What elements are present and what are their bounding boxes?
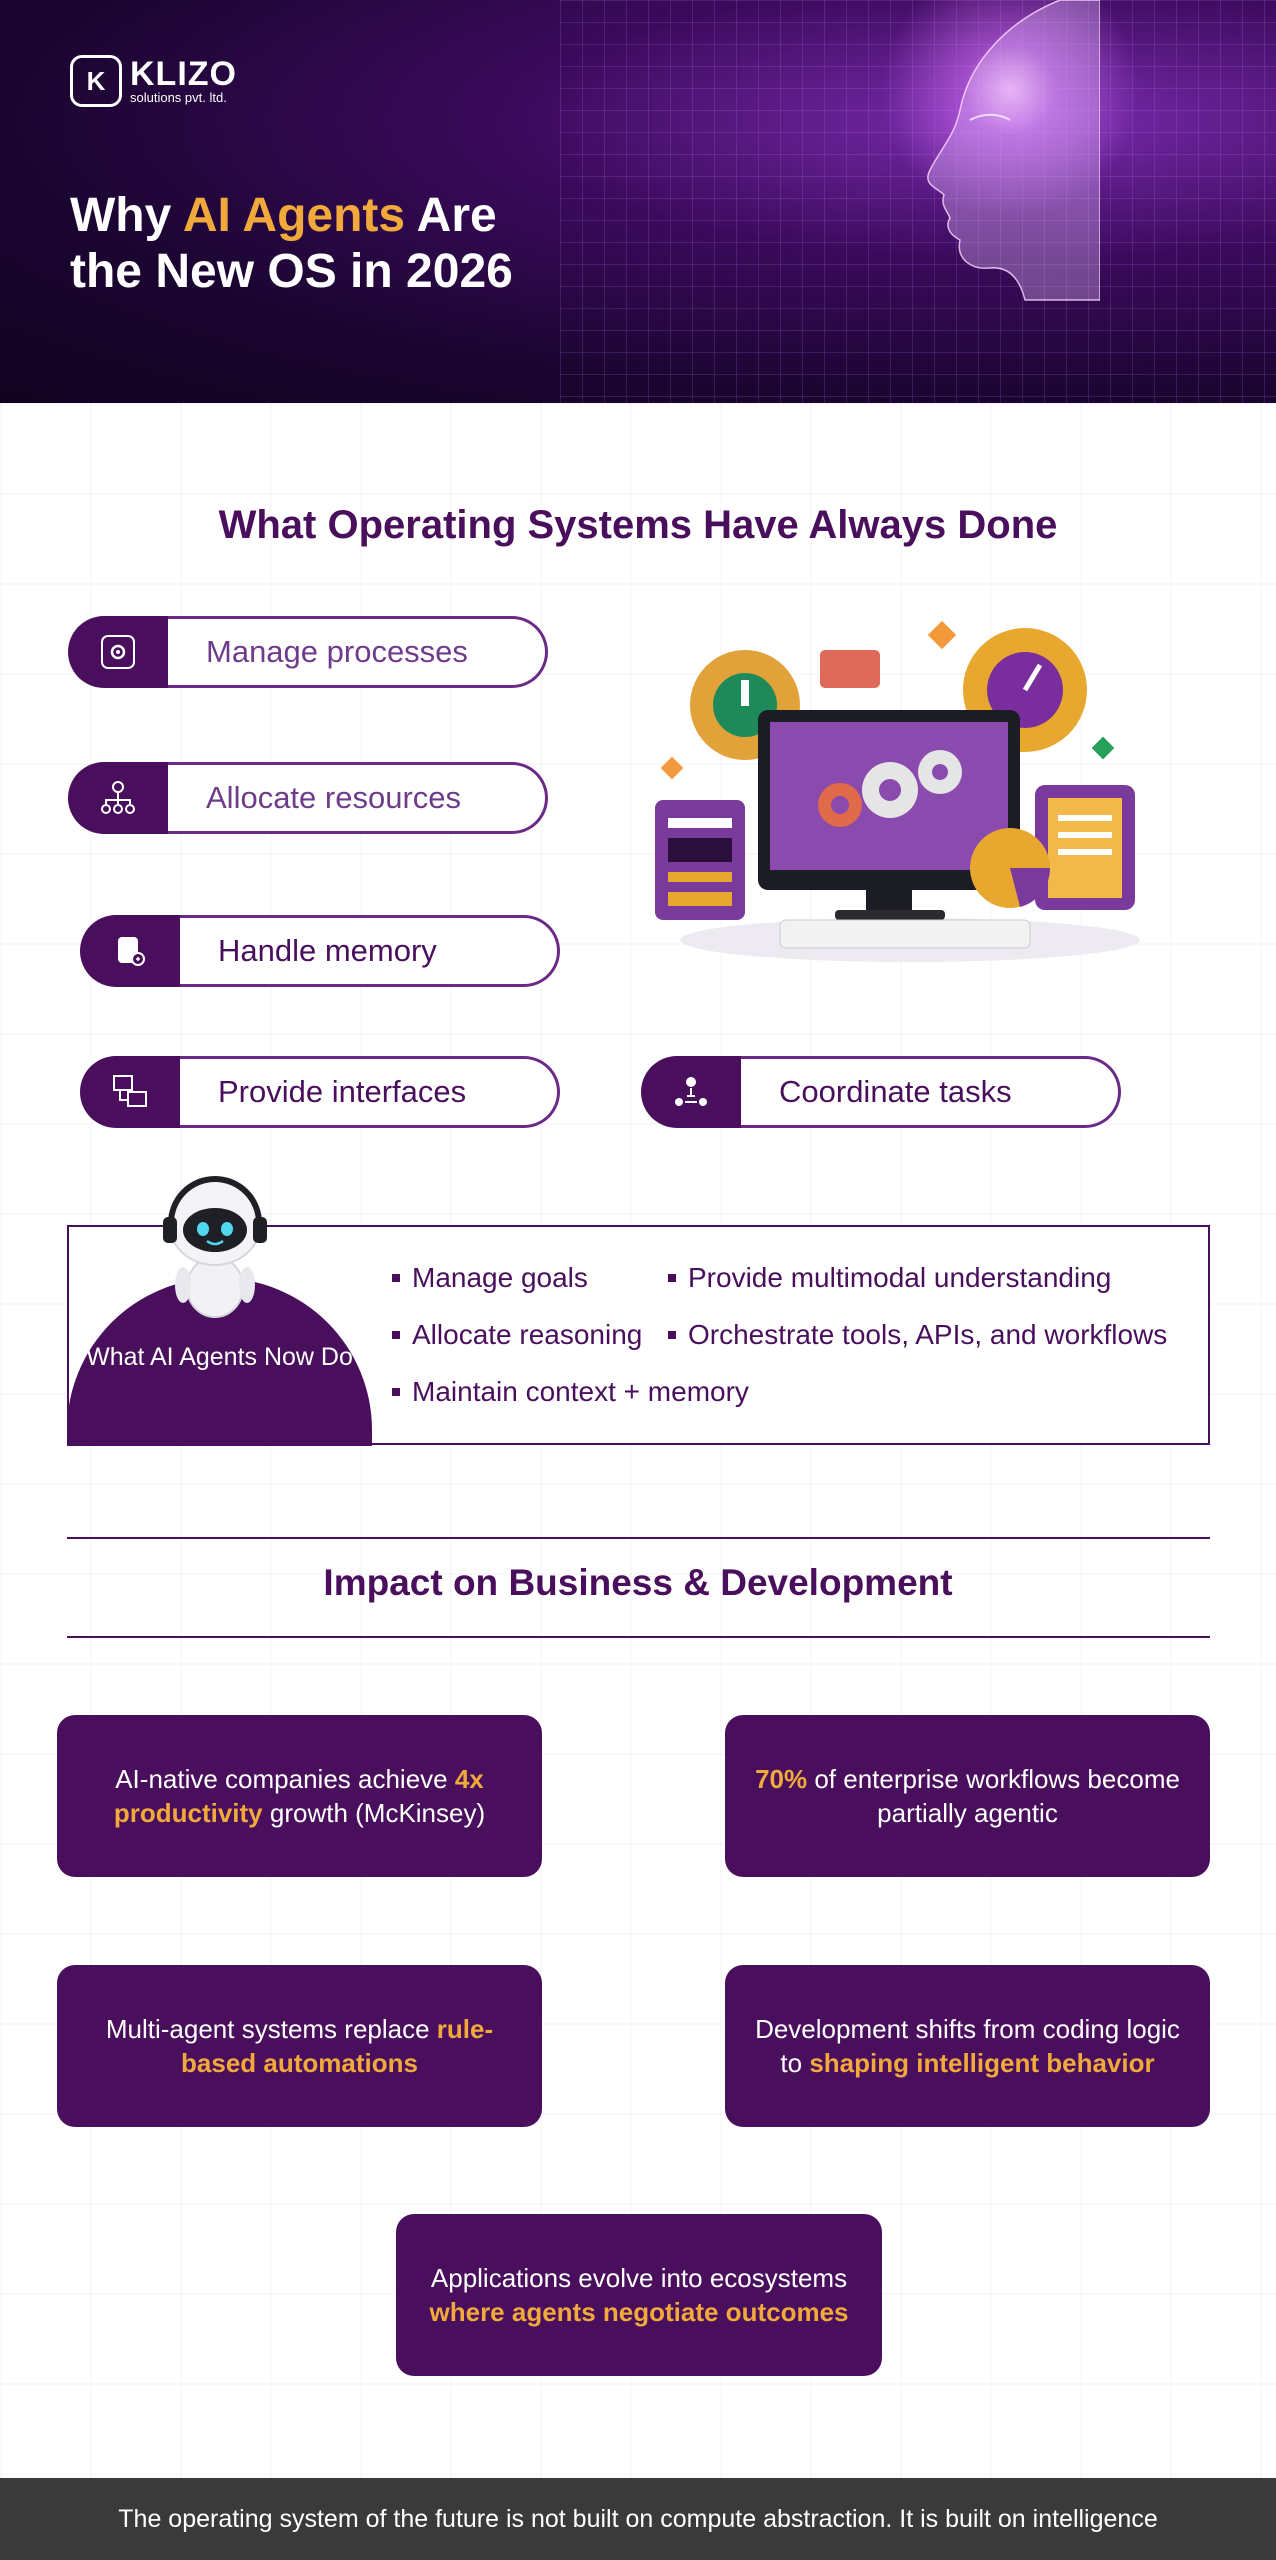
ai-agents-label: What AI Agents Now Do [86,1343,353,1371]
os-item-handle-memory: Handle memory [80,915,560,987]
hero-banner: K KLIZO solutions pvt. ltd. Why AI Agent… [0,0,1276,403]
task-coordination-icon [641,1056,741,1128]
agent-bullet: Allocate reasoning [392,1319,642,1351]
impact-card: Development shifts from coding logic to … [725,1965,1210,2127]
impact-section-title: Impact on Business & Development [323,1562,953,1603]
hero-title-accent: AI Agents [182,189,406,242]
ai-face-illustration [927,0,1100,301]
process-gear-icon [68,616,168,688]
os-item-label: Manage processes [168,616,548,688]
divider-top [67,1537,1210,1539]
agent-bullet: Manage goals [392,1262,588,1294]
resource-network-icon [68,762,168,834]
agent-bullet: Provide multimodal understanding [668,1262,1111,1294]
logo-mark: K [70,55,122,107]
os-item-label: Coordinate tasks [741,1056,1121,1128]
os-item-provide-interfaces: Provide interfaces [80,1056,560,1128]
computer-gears-illustration [655,620,1140,962]
os-item-label: Handle memory [180,915,560,987]
os-item-coordinate-tasks: Coordinate tasks [641,1056,1121,1128]
robot-icon [163,1176,267,1318]
divider-bottom [67,1636,1210,1638]
hero-title: Why AI Agents Are the New OS in 2026 [70,188,630,300]
os-item-label: Allocate resources [168,762,548,834]
impact-card: 70% of enterprise workflows become parti… [725,1715,1210,1877]
hero-title-part1: Why [70,189,183,242]
hero-glow [880,0,1140,220]
klizo-logo: K KLIZO solutions pvt. ltd. [70,55,237,107]
brand-name: KLIZO [130,55,237,93]
os-item-manage-processes: Manage processes [68,616,548,688]
memory-database-icon [80,915,180,987]
os-section-title: What Operating Systems Have Always Done [218,503,1058,547]
impact-card: Multi-agent systems replace rule-based a… [57,1965,542,2127]
impact-card: AI-native companies achieve 4x productiv… [57,1715,542,1877]
agent-bullet: Orchestrate tools, APIs, and workflows [668,1319,1167,1351]
interface-windows-icon [80,1056,180,1128]
impact-card: Applications evolve into ecosystems wher… [396,2214,882,2376]
agent-bullet: Maintain context + memory [392,1376,749,1408]
brand-tagline: solutions pvt. ltd. [130,90,227,105]
footer-banner: The operating system of the future is no… [0,2478,1276,2560]
footer-text: The operating system of the future is no… [118,2504,1158,2533]
os-item-allocate-resources: Allocate resources [68,762,548,834]
os-item-label: Provide interfaces [180,1056,560,1128]
hero-title-part2: Are [405,189,497,242]
hero-title-line2: the New OS in 2026 [70,245,513,298]
